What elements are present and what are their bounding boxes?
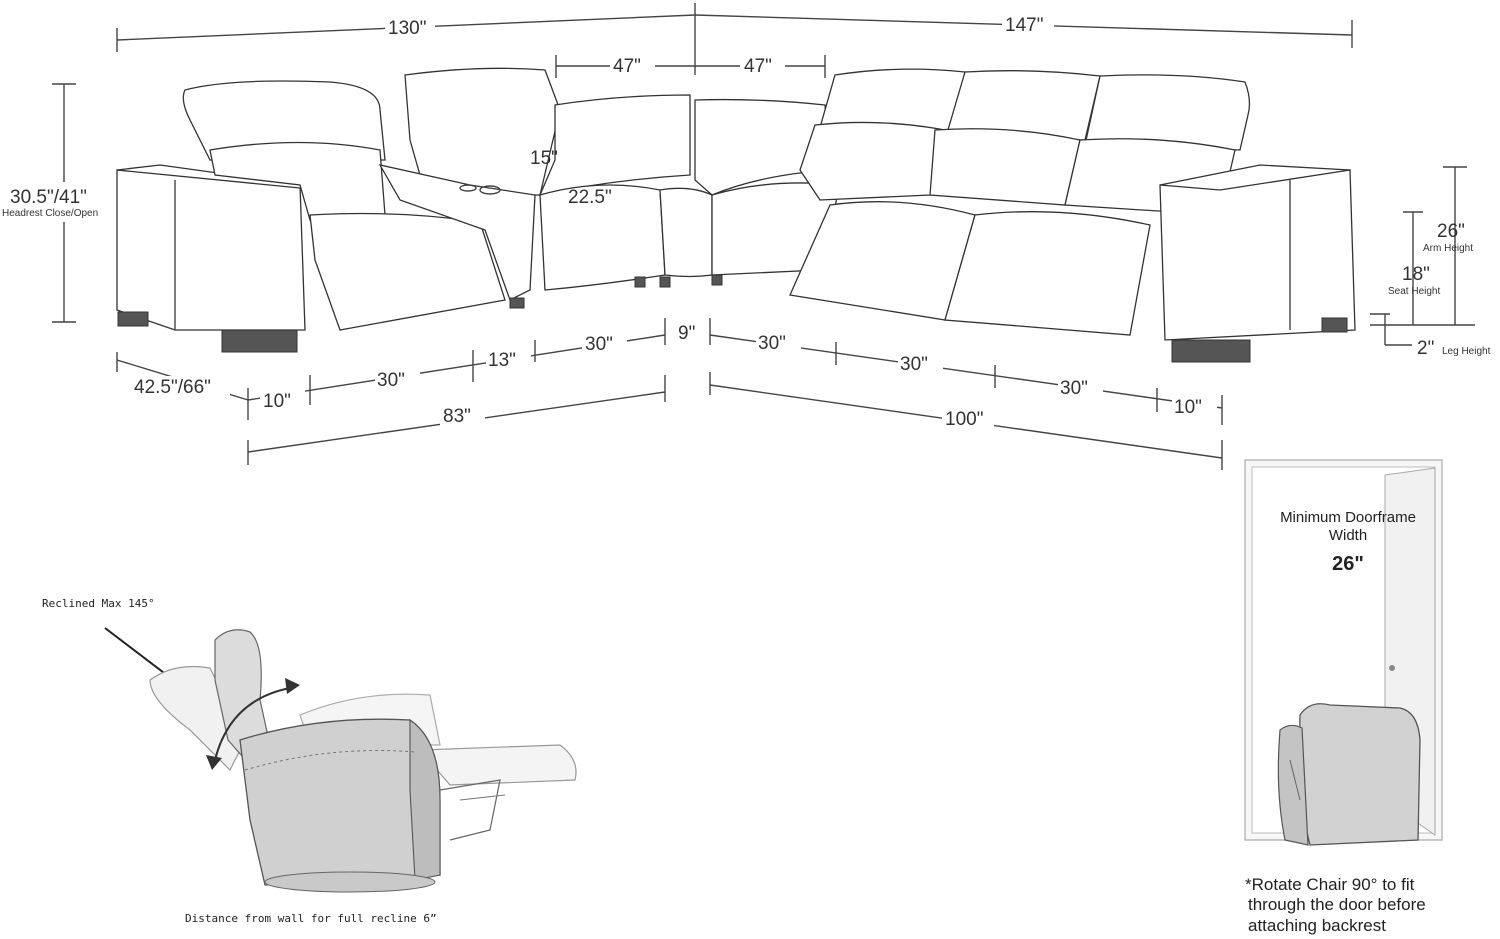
doorframe-width: 26": [1332, 553, 1364, 575]
seat-height-label: Seat Height: [1388, 286, 1440, 297]
right-seat-2-width: 30": [900, 354, 928, 375]
recline-distance-label: Distance from wall for full recline 6”: [185, 912, 437, 925]
left-recliner-seat: [309, 212, 506, 331]
door-note-line3: attaching backrest: [1248, 916, 1386, 935]
right-total-width: 100": [945, 409, 983, 430]
sectional-sofa-drawing: [116, 67, 1356, 363]
overall-height: 30.5"/41": [10, 187, 87, 208]
wedge-back-depth: 15": [530, 148, 558, 169]
left-seat-width: 30": [377, 370, 405, 391]
leg-height-value: 2": [1417, 338, 1434, 359]
right-recliner-seat-2: [944, 211, 1151, 336]
wedge-left-back: [538, 94, 691, 196]
back-left-width: 47": [613, 56, 641, 77]
doorframe-illustration: Minimum Doorframe Width 26" *Rotate Chai…: [1244, 459, 1443, 935]
door-knob-icon: [1389, 665, 1395, 671]
door-note-line1: *Rotate Chair 90° to fit: [1245, 875, 1415, 894]
leg: [221, 329, 298, 353]
left-headrest: [182, 80, 386, 161]
dimension-labels: 130" 147" 47" 47" 30.5"/41" Headrest Clo…: [2, 13, 1491, 430]
door-note-line2: through the door before: [1248, 895, 1426, 914]
console: [378, 164, 536, 301]
right-seat-1-width: 30": [758, 333, 786, 354]
doorframe-title-line1: Minimum Doorframe: [1280, 509, 1416, 526]
arm-height-value: 26": [1437, 221, 1465, 242]
right-headrest-3: [1084, 74, 1251, 151]
right-seat-3-width: 30": [1060, 378, 1088, 399]
recliner-illustration: Reclined Max 145° Distance from wall for…: [42, 597, 577, 925]
wedge-seat-depth: 22.5": [568, 187, 612, 208]
back-right-width: 47": [744, 56, 772, 77]
overall-left-width: 130": [388, 18, 426, 39]
left-wedge-width: 30": [585, 334, 613, 355]
height-note: Headrest Close/Open: [2, 208, 98, 219]
left-total-width: 83": [443, 406, 471, 427]
recline-angle-label: Reclined Max 145°: [42, 597, 155, 610]
overall-right-width: 147": [1005, 15, 1043, 36]
overall-depth: 42.5"/66": [134, 377, 211, 398]
right-arm: [1159, 169, 1356, 341]
arm-height-label: Arm Height: [1423, 243, 1473, 254]
right-arm-width: 10": [1174, 397, 1202, 418]
arrow-icon: [285, 678, 300, 694]
left-arm: [116, 169, 306, 331]
corner-gap: 9": [678, 323, 695, 344]
leg-height-label: Leg Height: [1442, 346, 1491, 357]
console-width: 13": [488, 350, 516, 371]
seat-height-value: 18": [1402, 264, 1430, 285]
left-arm-width: 10": [263, 391, 291, 412]
doorframe-title-line2: Width: [1329, 527, 1367, 544]
